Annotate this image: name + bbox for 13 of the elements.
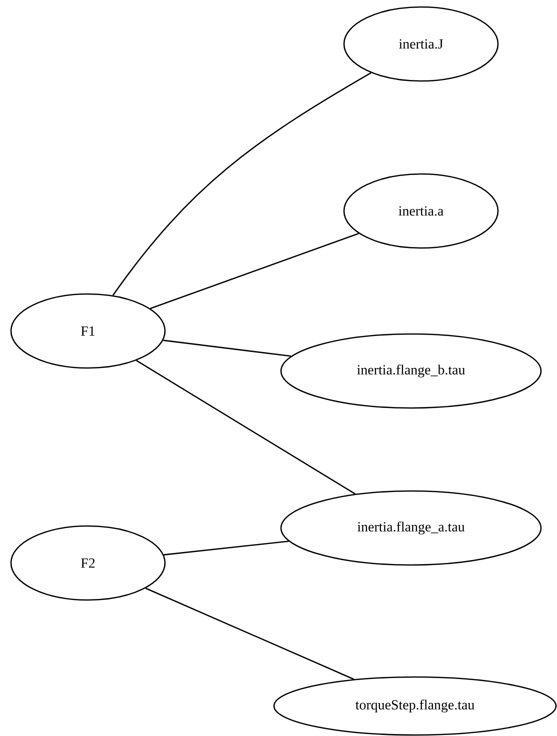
ellipse-node: inertia.flange_a.tau <box>280 490 542 566</box>
ellipse-node: torqueStep.flange.tau <box>273 676 557 736</box>
ellipse-node: inertia.flange_b.tau <box>280 333 542 409</box>
connector-line <box>136 360 356 495</box>
ellipse-node: inertia.J <box>343 6 499 82</box>
connector-line <box>163 340 292 357</box>
ellipse-node: F2 <box>10 525 166 601</box>
connector-line <box>150 232 359 310</box>
connector-line <box>145 588 354 680</box>
ellipse-node: F1 <box>10 293 166 369</box>
connector-line <box>112 72 372 296</box>
ellipse-node: inertia.a <box>343 173 499 249</box>
connector-line <box>164 540 289 556</box>
